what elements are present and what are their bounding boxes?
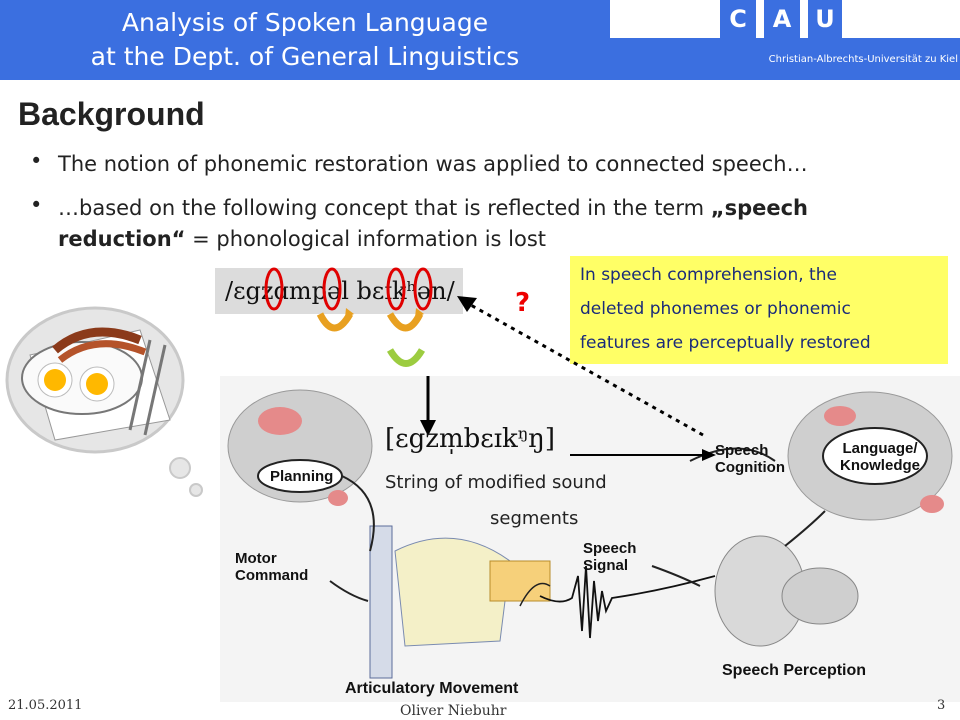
logo-divider: [802, 0, 806, 38]
dotted-arrow-icon: [468, 302, 704, 437]
merge-arrow-icon: [316, 312, 354, 332]
footer-date: 21.05.2011: [8, 698, 83, 713]
logo-letter-a: A: [764, 0, 800, 38]
restoration-callout: In speech comprehension, the deleted pho…: [570, 256, 948, 364]
bullet-text-tail: = phonological information is lost: [185, 227, 547, 251]
label-articulatory-movement: Articulatory Movement: [345, 680, 519, 697]
header-title-line2: at the Dept. of General Linguistics: [90, 42, 520, 71]
label-speech-perception: Speech Perception: [722, 662, 867, 679]
phonetic-surface-form: [ɛgzm̩bɛɪkᵑŋ]: [385, 424, 556, 454]
bullet-text-bold: „speech reduction“: [58, 196, 808, 251]
callout-line: features are perceptually restored: [580, 333, 871, 353]
surface-caption-line2: segments: [490, 508, 579, 529]
footer-page-number: 3: [937, 698, 946, 713]
speech-chain-graphics: [227, 389, 953, 679]
label-planning: Planning: [270, 468, 334, 485]
slide-title: Background: [18, 96, 205, 132]
merge-arrow-icon: [386, 348, 426, 367]
label-speech-signal: Speech Signal: [583, 540, 637, 574]
deletion-oval: [413, 267, 433, 311]
deletion-marks: [264, 267, 433, 367]
process-arrows: [420, 376, 716, 461]
bullet-icon: •: [30, 149, 43, 173]
bullet-text-plain: …based on the following concept that is …: [58, 196, 711, 220]
deletion-oval: [322, 267, 342, 311]
deletion-oval: [264, 267, 284, 311]
label-speech-cognition: Speech Cognition: [715, 442, 785, 476]
header-title-line1: Analysis of Spoken Language: [121, 8, 489, 37]
bullet-text: …based on the following concept that is …: [58, 193, 938, 255]
logo-divider: [758, 0, 762, 38]
footer-author: Oliver Niebuhr: [400, 703, 507, 719]
logo-letter-c: C: [720, 0, 756, 38]
question-mark: ?: [515, 288, 531, 318]
header-strip: [610, 38, 960, 80]
callout-line: In speech comprehension, the: [580, 265, 837, 285]
bullet-text: The notion of phonemic restoration was a…: [58, 152, 808, 176]
header-banner: Analysis of Spoken Language at the Dept.…: [0, 0, 610, 80]
merge-arrow-icon: [386, 312, 424, 332]
label-motor-command: Motor Command: [235, 550, 309, 584]
logo-letter-u: U: [808, 0, 842, 38]
dotted-feedback-arrow: [457, 296, 704, 437]
callout-line: deleted phonemes or phonemic: [580, 299, 851, 319]
breakfast-thought-bubble-icon: [5, 306, 203, 497]
bullet-icon: •: [30, 193, 43, 217]
articulator-mesh-icon: [369, 525, 393, 679]
label-language-knowledge: Language/ Knowledge: [839, 440, 920, 474]
surface-caption-line1: String of modified sound: [385, 472, 607, 493]
waveform-icon: [539, 565, 716, 639]
deletion-oval: [386, 267, 406, 311]
university-name: Christian-Albrechts-Universität zu Kiel: [768, 54, 958, 65]
